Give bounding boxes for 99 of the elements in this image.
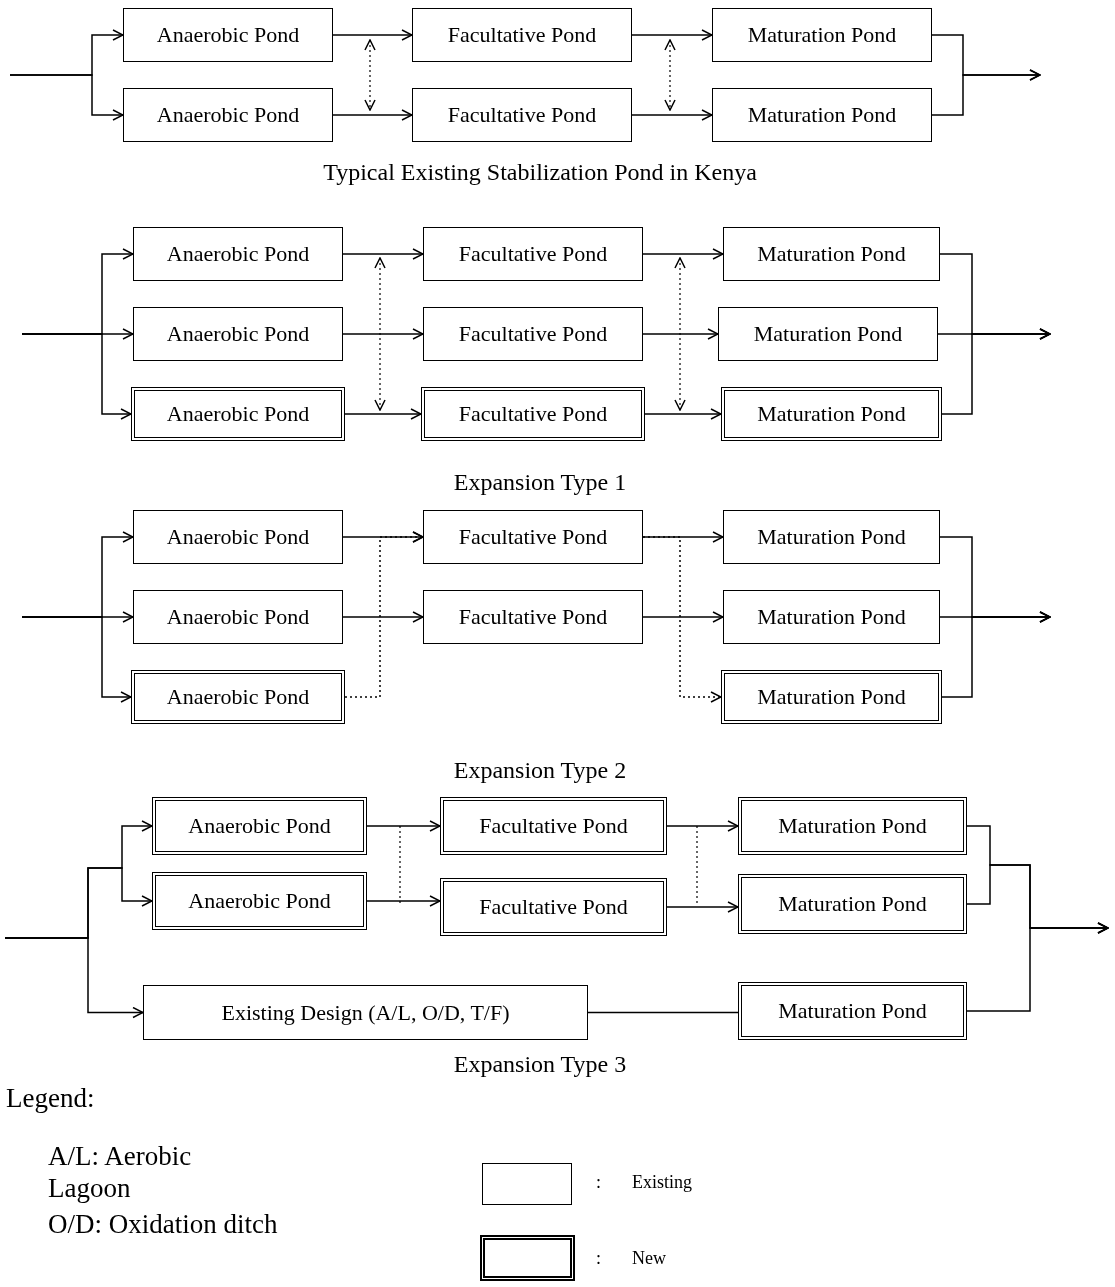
box-label: Anaerobic Pond: [166, 241, 310, 267]
pond-box: [738, 982, 967, 1040]
pond-box: [133, 307, 343, 361]
flow-arrow: [642, 536, 722, 703]
legend-separator: :: [596, 1248, 602, 1270]
box-label: Maturation Pond: [747, 22, 897, 48]
pond-box: [721, 387, 942, 441]
section-caption: Expansion Type 2: [452, 756, 628, 785]
flow-arrow: [332, 109, 413, 121]
flow-arrow: [931, 69, 1041, 116]
flow-arrow: [21, 616, 132, 703]
box-label: Anaerobic Pond: [166, 524, 310, 550]
flow-arrow: [941, 328, 1051, 415]
box-label: Maturation Pond: [757, 604, 906, 630]
flow-arrow: [4, 937, 144, 1019]
box-label: Maturation Pond: [778, 813, 927, 839]
box-label: Anaerobic Pond: [156, 22, 300, 48]
flow-arrow: [342, 611, 424, 623]
flow-arrow: [332, 29, 413, 41]
box-label: Maturation Pond: [753, 321, 903, 347]
flow-arrow: [344, 408, 422, 420]
flow-arrow: [966, 922, 1109, 1012]
box-label: Facultative Pond: [479, 894, 628, 920]
flow-arrow: [342, 248, 424, 260]
pond-box: [718, 307, 938, 361]
flow-arrow: [21, 333, 132, 420]
flow-arrow: [366, 820, 441, 832]
flow-arrow: [631, 29, 713, 41]
pond-box: [723, 227, 940, 281]
box-label: Maturation Pond: [747, 102, 897, 128]
pond-box: [152, 872, 367, 930]
box-label: Facultative Pond: [458, 524, 608, 550]
pond-box: [421, 387, 645, 441]
box-label: Facultative Pond: [458, 401, 608, 427]
box-label: Maturation Pond: [757, 401, 906, 427]
box-label: Maturation Pond: [778, 891, 927, 917]
box-label: Anaerobic Pond: [156, 102, 300, 128]
box-label: Anaerobic Pond: [166, 321, 310, 347]
pond-box: [738, 797, 967, 855]
flow-arrow: [9, 74, 124, 121]
flow-arrow: [642, 248, 724, 260]
pond-box: [423, 307, 643, 361]
flow-arrow: [642, 611, 724, 623]
box-label: Maturation Pond: [757, 684, 906, 710]
section-caption: Expansion Type 3: [452, 1050, 628, 1079]
box-label: Facultative Pond: [458, 604, 608, 630]
pond-box: [738, 874, 967, 934]
flow-arrow: [666, 820, 739, 832]
pond-box: [412, 8, 632, 62]
box-label: Facultative Pond: [458, 241, 608, 267]
box-label: Anaerobic Pond: [166, 684, 310, 710]
pond-box: [721, 670, 942, 724]
abbreviation-note: O/D: Oxidation ditch: [48, 1208, 278, 1241]
legend-text: Existing: [632, 1172, 692, 1193]
legend-text: New: [632, 1248, 666, 1269]
pond-box: [712, 8, 932, 62]
pond-box: [440, 797, 667, 855]
flow-arrow: [366, 895, 441, 907]
legend-heading: Legend:: [6, 1082, 96, 1115]
flow-arrow: [642, 328, 719, 340]
pond-box: [131, 670, 345, 724]
box-label: Existing Design (A/L, O/D, T/F): [221, 999, 510, 1026]
abbreviation-note: A/L: Aerobic Lagoon: [48, 1140, 193, 1205]
box-label: Maturation Pond: [778, 998, 927, 1024]
pond-box: [123, 8, 333, 62]
pond-box: [423, 510, 643, 564]
box-label: Anaerobic Pond: [166, 401, 310, 427]
box-label: Anaerobic Pond: [188, 813, 331, 839]
pond-box: [423, 227, 643, 281]
pond-box: [131, 387, 345, 441]
pond-box: [723, 510, 940, 564]
pond-box: [152, 797, 367, 855]
pond-box: [143, 985, 588, 1040]
box-label: Maturation Pond: [757, 241, 906, 267]
box-label: Facultative Pond: [458, 321, 608, 347]
flow-arrow: [941, 611, 1051, 698]
pond-box: [133, 227, 343, 281]
box-label: Anaerobic Pond: [188, 888, 331, 914]
box-label: Facultative Pond: [479, 813, 628, 839]
legend-separator: :: [596, 1172, 602, 1194]
flow-arrow: [644, 408, 722, 420]
box-label: Facultative Pond: [447, 22, 597, 48]
pond-box: [423, 590, 643, 644]
pond-box: [440, 878, 667, 936]
pond-box: [123, 88, 333, 142]
flow-arrow: [631, 109, 713, 121]
pond-box: [133, 510, 343, 564]
box-label: Maturation Pond: [757, 524, 906, 550]
pond-box: [723, 590, 940, 644]
pond-box: [712, 88, 932, 142]
pond-box: [133, 590, 343, 644]
flow-arrow: [666, 901, 739, 913]
section-caption: Expansion Type 1: [452, 468, 628, 497]
box-label: Facultative Pond: [447, 102, 597, 128]
section-caption: Typical Existing Stabilization Pond in Kenya: [322, 158, 758, 187]
box-label: Anaerobic Pond: [166, 604, 310, 630]
pond-box: [412, 88, 632, 142]
flow-arrow: [642, 531, 724, 543]
flow-arrow: [342, 328, 424, 340]
